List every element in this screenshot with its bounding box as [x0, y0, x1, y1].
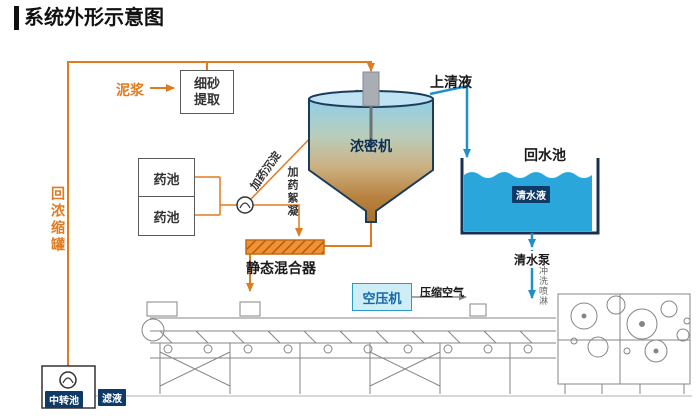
static-mixer-shape — [245, 239, 325, 255]
dosing-pump-icon — [236, 196, 254, 214]
thickener-tank — [308, 71, 434, 223]
sand-extraction-box: 细砂提取 — [180, 70, 234, 114]
transfer-pump-icon — [59, 371, 77, 389]
compressed-air-label: 压缩空气 — [420, 287, 464, 299]
feed-pipe — [362, 71, 380, 107]
transfer-pool-badge: 中转池 — [45, 391, 83, 408]
static-mixer-label: 静态混合器 — [246, 260, 316, 276]
flush-spray-label: 冲洗喷淋 — [538, 266, 548, 306]
chemical-pool-box-1: 药池 — [138, 158, 195, 198]
thickener-label: 浓密机 — [350, 138, 392, 154]
chemical-pool-box-2: 药池 — [138, 196, 195, 236]
clear-water-pump-label: 清水泵 — [512, 251, 553, 268]
return-tank-label: 回浓缩罐 — [50, 186, 66, 254]
page-title: 系统外形示意图 — [14, 6, 164, 30]
return-pool-label: 回水池 — [524, 147, 566, 163]
filtrate-badge: 滤液 — [98, 389, 126, 406]
belt-filter-press-drawing — [95, 293, 692, 397]
air-compressor-box: 空压机 — [352, 283, 412, 311]
mud-label: 泥浆 — [116, 82, 144, 98]
clear-water-badge: 清水液 — [512, 186, 550, 203]
dosing-flocculation-label: 加药絮凝 — [286, 166, 298, 218]
supernatant-label: 上清液 — [430, 74, 472, 90]
